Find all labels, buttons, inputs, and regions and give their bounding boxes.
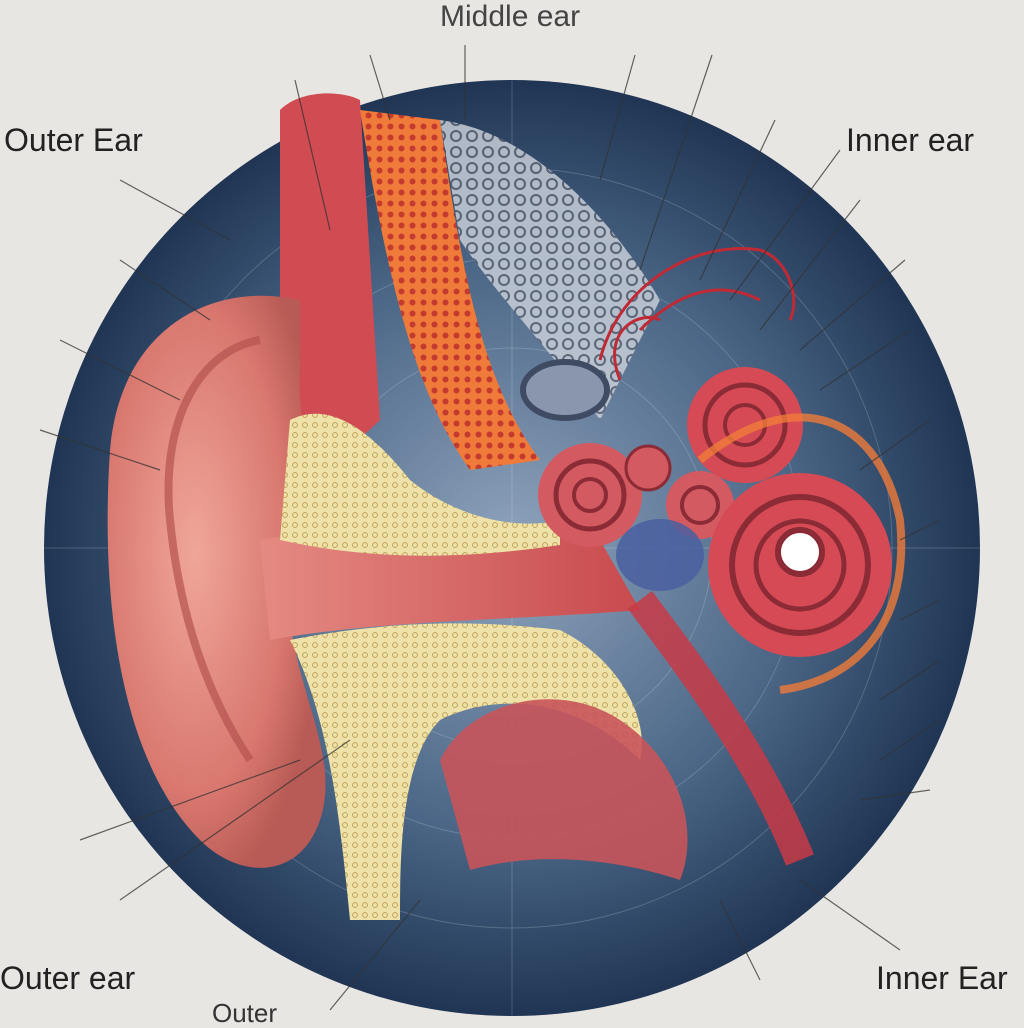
cochlea [687, 367, 906, 694]
label-inner-ear-top: Inner ear [846, 122, 975, 158]
nerve-fibers [598, 247, 796, 381]
label-outer-ear-top: Outer Ear [4, 122, 143, 158]
leader-lines [39, 45, 941, 1011]
ossicles [520, 359, 734, 591]
ear-canal [260, 525, 640, 640]
label-outer-ear-bottom: Outer ear [0, 960, 136, 996]
pinna [107, 295, 326, 868]
lower-bone-section [290, 623, 642, 920]
upper-skin-layer [280, 93, 380, 458]
lower-cavity [440, 699, 688, 880]
label-inner-ear-bottom: Inner Ear [876, 960, 1008, 996]
pinna-fold [164, 336, 261, 763]
label-middle-ear: Middle ear [440, 0, 581, 33]
label-outer-bottom: Outer [212, 998, 278, 1028]
upper-cartilage-layer [360, 110, 540, 470]
lower-vessel [627, 591, 814, 866]
upper-bone-section [280, 413, 560, 556]
